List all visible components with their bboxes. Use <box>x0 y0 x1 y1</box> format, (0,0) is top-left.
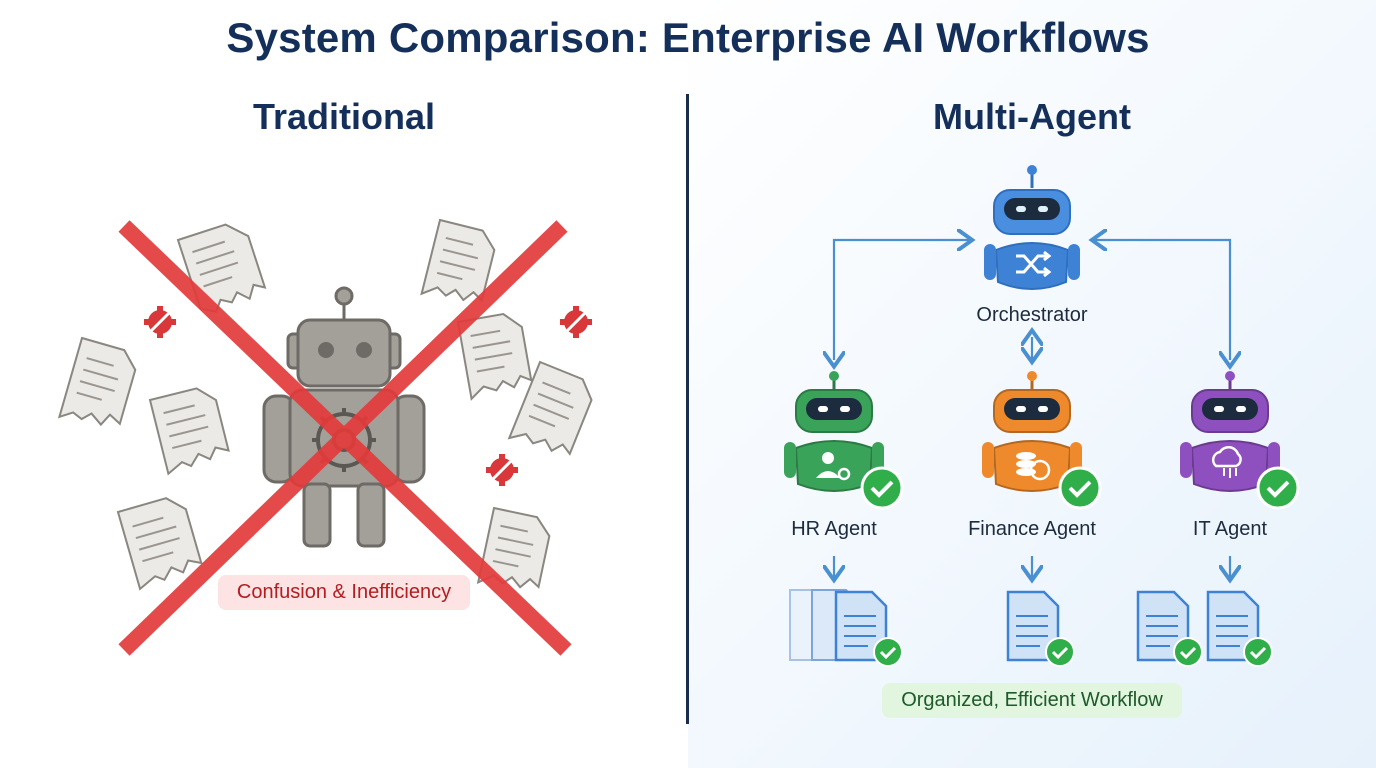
hr-agent-label: HR Agent <box>791 518 877 540</box>
document-icon <box>1206 590 1260 662</box>
finance-document-stack <box>1006 590 1075 667</box>
shuffle-icon <box>1016 250 1052 278</box>
document-icon <box>834 590 888 662</box>
check-icon <box>1058 466 1102 510</box>
check-icon <box>1243 637 1273 667</box>
workflow-arrows <box>834 240 1230 578</box>
broken-gear-icon <box>560 306 592 338</box>
check-icon <box>1173 637 1203 667</box>
traditional-heading: Traditional <box>252 96 436 137</box>
check-icon <box>873 637 903 667</box>
torn-document-icon <box>57 336 137 427</box>
broken-gear-icon <box>486 454 518 486</box>
check-icon <box>1045 637 1075 667</box>
torn-document-icon <box>507 360 593 456</box>
agent-robot <box>1180 371 1300 510</box>
red-cross-mark <box>118 220 572 656</box>
torn-document-icon <box>420 218 496 303</box>
finance-agent-label: Finance Agent <box>968 518 1096 540</box>
check-icon <box>1256 466 1300 510</box>
it-document-stack <box>1136 590 1273 667</box>
broken-gear-icon <box>144 306 176 338</box>
orchestrator-robot <box>984 165 1080 290</box>
agent-robot <box>982 371 1102 510</box>
agent-robots <box>784 371 1300 510</box>
output-documents <box>789 589 1273 667</box>
orchestrator-label: Orchestrator <box>976 304 1088 326</box>
hr-document-stack <box>789 589 903 667</box>
person-gear-icon <box>816 452 851 481</box>
cloud-network-icon <box>1211 445 1242 478</box>
torn-document-icon <box>456 312 533 401</box>
confusion-caption: Confusion & Inefficiency <box>218 575 470 610</box>
document-icon <box>1136 590 1190 662</box>
agent-robot <box>784 371 904 510</box>
traditional-robot <box>262 286 426 548</box>
torn-document-icon <box>116 497 203 591</box>
check-icon <box>860 466 904 510</box>
it-agent-label: IT Agent <box>1192 518 1268 540</box>
column-divider <box>686 94 689 724</box>
torn-document-icon <box>148 387 230 476</box>
torn-document-icon <box>476 506 551 589</box>
coins-icon <box>1016 452 1051 481</box>
broken-gear-icons <box>144 306 592 486</box>
page-title: System Comparison: Enterprise AI Workflo… <box>226 14 1150 61</box>
document-icon <box>1006 590 1060 662</box>
multi-agent-heading: Multi-Agent <box>933 96 1131 137</box>
organized-caption: Organized, Efficient Workflow <box>882 683 1182 718</box>
